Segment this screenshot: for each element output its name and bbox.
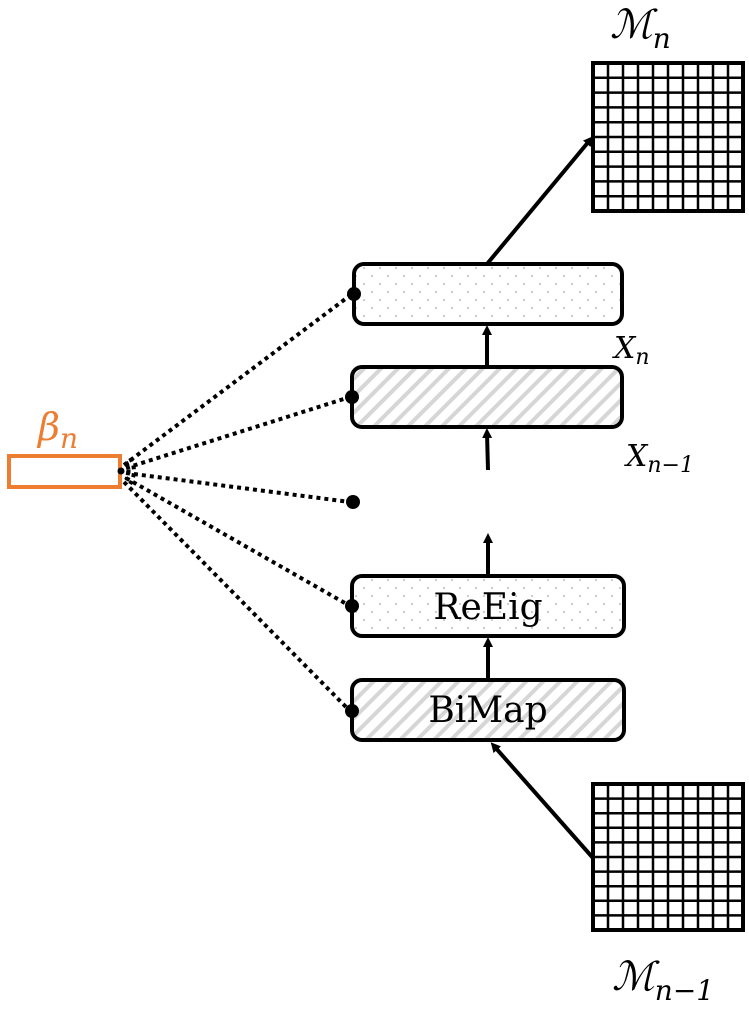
dotted-to-reeig bbox=[125, 476, 351, 608]
dotted-connections bbox=[122, 292, 354, 713]
matrix-mn-1-label-sub: n−1 bbox=[655, 974, 714, 1007]
matrix-mn-1-grid bbox=[593, 784, 743, 930]
connector-dot-gap bbox=[346, 495, 360, 509]
beta-anchor-dot bbox=[117, 467, 125, 475]
label-x-n-main: X bbox=[612, 331, 637, 366]
connector-dot-reeig bbox=[345, 599, 359, 613]
layer-bimap[interactable]: BiMap bbox=[350, 678, 626, 742]
matrix-mn-label-main: ℳ bbox=[610, 2, 658, 48]
connector-dot-output bbox=[347, 287, 361, 301]
dotted-to-bimap bbox=[122, 480, 352, 713]
matrix-mn-label: ℳn bbox=[610, 2, 671, 55]
label-x-n: Xn bbox=[612, 331, 650, 370]
label-x-n-sub: n bbox=[635, 345, 649, 370]
layer-reeig[interactable]: ReEig bbox=[350, 574, 626, 638]
matrix-mn-grid bbox=[593, 63, 743, 211]
dotted-to-hidden bbox=[125, 395, 351, 470]
matrix-mn-1-label-main: ℳ bbox=[612, 954, 660, 1000]
beta-vector-box[interactable] bbox=[7, 454, 122, 489]
connector-dot-bimap bbox=[345, 704, 359, 718]
layer-hidden[interactable] bbox=[350, 365, 624, 429]
label-x-n-minus-1: Xn−1 bbox=[624, 439, 694, 478]
label-x-n-minus-1-sub: n−1 bbox=[647, 453, 694, 478]
matrix-mn-1 bbox=[591, 782, 745, 932]
arrow-gap-to-hidden bbox=[482, 428, 493, 471]
arrow-output-to-mn bbox=[485, 136, 594, 266]
label-x-n-minus-1-main: X bbox=[624, 439, 649, 474]
matrix-mn-label-sub: n bbox=[653, 22, 671, 55]
connector-dot-hidden bbox=[345, 390, 359, 404]
dotted-to-gap bbox=[125, 471, 351, 504]
layer-bimap-label: BiMap bbox=[428, 690, 547, 731]
beta-label-main: β bbox=[36, 405, 60, 449]
arrow-mn1-to-bimap bbox=[490, 742, 595, 860]
matrix-mn bbox=[591, 61, 745, 213]
layer-reeig-label: ReEig bbox=[433, 587, 542, 628]
fan-arc-inner bbox=[124, 461, 131, 481]
matrix-mn-1-label: ℳn−1 bbox=[612, 954, 714, 1007]
fan-arc-outer bbox=[128, 456, 136, 486]
beta-label-sub: n bbox=[60, 422, 78, 455]
beta-label: βn bbox=[36, 405, 78, 455]
layer-output[interactable] bbox=[352, 262, 624, 326]
dotted-to-output bbox=[122, 292, 354, 467]
